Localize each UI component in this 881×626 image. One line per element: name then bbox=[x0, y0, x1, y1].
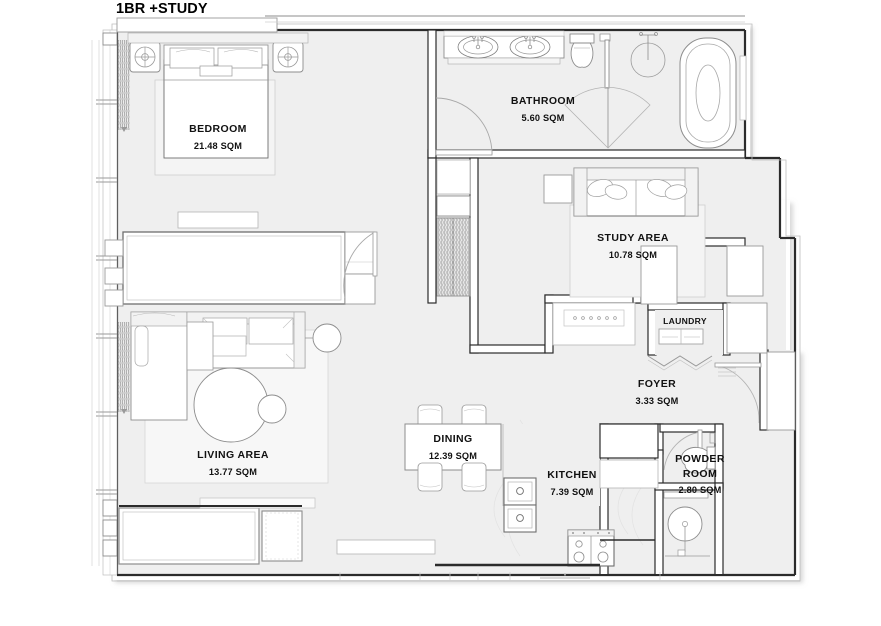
room-label-dining: DINING 12.39 SQM bbox=[429, 433, 477, 461]
room-area-living-area: 13.77 SQM bbox=[209, 467, 257, 477]
room-name-kitchen: KITCHEN bbox=[547, 469, 596, 481]
room-label-powder-room: POWDER ROOM 2.80 SQM bbox=[675, 453, 725, 495]
bifold-door-icon bbox=[647, 355, 713, 371]
nightstand-left bbox=[129, 41, 161, 73]
room-area-bedroom: 21.48 SQM bbox=[194, 141, 242, 151]
curtain-icon bbox=[118, 40, 130, 414]
dining-group bbox=[404, 404, 502, 492]
svg-text:●: ● bbox=[563, 572, 566, 578]
room-area-kitchen: 7.39 SQM bbox=[551, 487, 594, 497]
bottom-facade-band: ● bbox=[117, 572, 800, 582]
bedroom-group bbox=[104, 32, 378, 307]
room-name-study-area: STUDY AREA bbox=[597, 232, 669, 244]
room-area-powder-room: 2.80 SQM bbox=[679, 485, 722, 495]
room-area-bathroom: 5.60 SQM bbox=[522, 113, 565, 123]
coffee-table-icon bbox=[193, 367, 287, 443]
console-cabinet-icon bbox=[552, 302, 636, 346]
study-area-group bbox=[543, 167, 768, 354]
room-label-kitchen: KITCHEN 7.39 SQM bbox=[547, 469, 596, 497]
foyer-group bbox=[714, 351, 796, 431]
shower-icon bbox=[564, 32, 666, 149]
room-label-bathroom: BATHROOM 5.60 SQM bbox=[511, 95, 575, 123]
dresser-icon bbox=[177, 211, 259, 229]
cooktop-icon bbox=[567, 529, 615, 567]
room-label-laundry: LAUNDRY bbox=[663, 316, 707, 326]
room-name-foyer: FOYER bbox=[638, 378, 676, 390]
entry-door-icon bbox=[714, 362, 762, 424]
dining-table-icon bbox=[404, 423, 502, 471]
room-name-laundry: LAUNDRY bbox=[663, 316, 707, 326]
sectional-sofa-icon bbox=[130, 311, 306, 421]
room-area-dining: 12.39 SQM bbox=[429, 451, 477, 461]
room-label-living-area: LIVING AREA 13.77 SQM bbox=[197, 449, 269, 477]
bathtub-icon bbox=[679, 37, 747, 149]
double-vanity-icon bbox=[443, 35, 565, 65]
kitchen-group bbox=[435, 419, 659, 567]
room-name-powder-room-line2: ROOM bbox=[683, 468, 717, 480]
wardrobe-closet bbox=[436, 159, 471, 297]
vanity-sink-icon bbox=[663, 491, 710, 557]
facade-band-top bbox=[116, 15, 745, 33]
room-name-bedroom: BEDROOM bbox=[189, 123, 247, 135]
side-table-icon bbox=[543, 174, 573, 204]
page-title: 1BR +STUDY bbox=[116, 1, 208, 17]
room-area-study-area: 10.78 SQM bbox=[609, 250, 657, 260]
room-name-living-area: LIVING AREA bbox=[197, 449, 269, 461]
room-label-bedroom: BEDROOM 21.48 SQM bbox=[189, 123, 247, 151]
room-label-study-area: STUDY AREA 10.78 SQM bbox=[597, 232, 669, 260]
chair-icon bbox=[461, 462, 487, 492]
bedroom-door bbox=[343, 231, 378, 299]
sofa-icon bbox=[573, 167, 699, 217]
bathroom-group bbox=[435, 30, 747, 156]
toilet-icon bbox=[569, 33, 595, 68]
side-table-round-icon bbox=[305, 323, 342, 353]
room-name-bathroom: BATHROOM bbox=[511, 95, 575, 107]
room-name-powder-room-line1: POWDER bbox=[675, 453, 725, 465]
upper-cabinets-icon bbox=[599, 423, 659, 489]
toilet-icon bbox=[680, 446, 716, 474]
nightstand-right bbox=[272, 41, 304, 73]
laundry-group bbox=[647, 310, 723, 371]
room-labels: BEDROOM 21.48 SQM BATHROOM 5.60 SQM STUDY AR… bbox=[189, 95, 725, 497]
living-area-group bbox=[118, 311, 436, 565]
lamp-icon bbox=[134, 46, 156, 68]
room-label-foyer: FOYER 3.33 SQM bbox=[636, 378, 679, 406]
room-name-dining: DINING bbox=[433, 433, 472, 445]
bed-icon bbox=[163, 44, 269, 159]
interior-walls bbox=[427, 29, 769, 576]
lamp-icon bbox=[277, 46, 299, 68]
room-area-foyer: 3.33 SQM bbox=[636, 396, 679, 406]
washer-dryer-stack-icon bbox=[503, 477, 537, 533]
wardrobe-icon bbox=[122, 231, 376, 305]
powder-room-group bbox=[663, 429, 717, 557]
bathroom-door bbox=[435, 97, 493, 156]
media-cabinet-icon bbox=[118, 497, 316, 565]
washer-dryer-icon bbox=[658, 328, 704, 345]
chair-icon bbox=[417, 462, 443, 492]
